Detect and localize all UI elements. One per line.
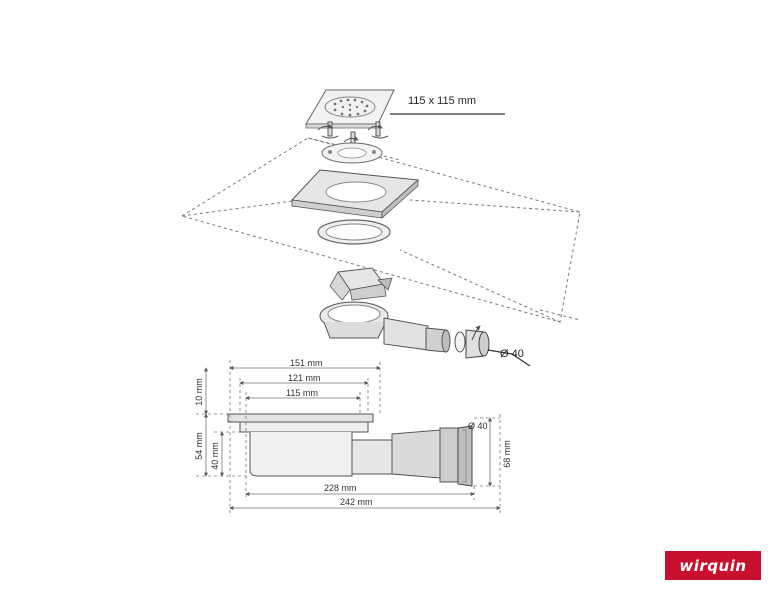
dimension-10: 10 mm [194, 378, 204, 406]
water-trap-icon [329, 267, 393, 301]
seal-ring-icon [317, 219, 391, 245]
dimension-40: 40 mm [210, 442, 220, 470]
dimension-lines [196, 360, 501, 514]
brand-logo: wirquin [665, 551, 761, 580]
outlet-nut-icon [465, 325, 490, 359]
outlet-diameter-label: Ø 40 [500, 348, 524, 360]
dimension-68: 68 mm [502, 440, 512, 468]
screws-icon [317, 121, 389, 145]
grate-size-label: 115 x 115 mm [408, 95, 476, 107]
drain-body-icon [319, 301, 466, 353]
dimension-121: 121 mm [288, 373, 321, 383]
drain-frame-icon [290, 169, 420, 219]
side-view-icon [227, 413, 473, 487]
dimension-54: 54 mm [194, 432, 204, 460]
dimension-151: 151 mm [290, 358, 323, 368]
shower-tray-outline [181, 137, 581, 323]
dimension-228: 228 mm [324, 483, 357, 493]
grate-icon [305, 89, 395, 129]
dimension-242: 242 mm [340, 497, 373, 507]
retaining-ring-icon [321, 142, 383, 164]
dimension-115: 115 mm [286, 388, 318, 398]
dimension-outlet-side: Ø 40 [468, 421, 488, 431]
